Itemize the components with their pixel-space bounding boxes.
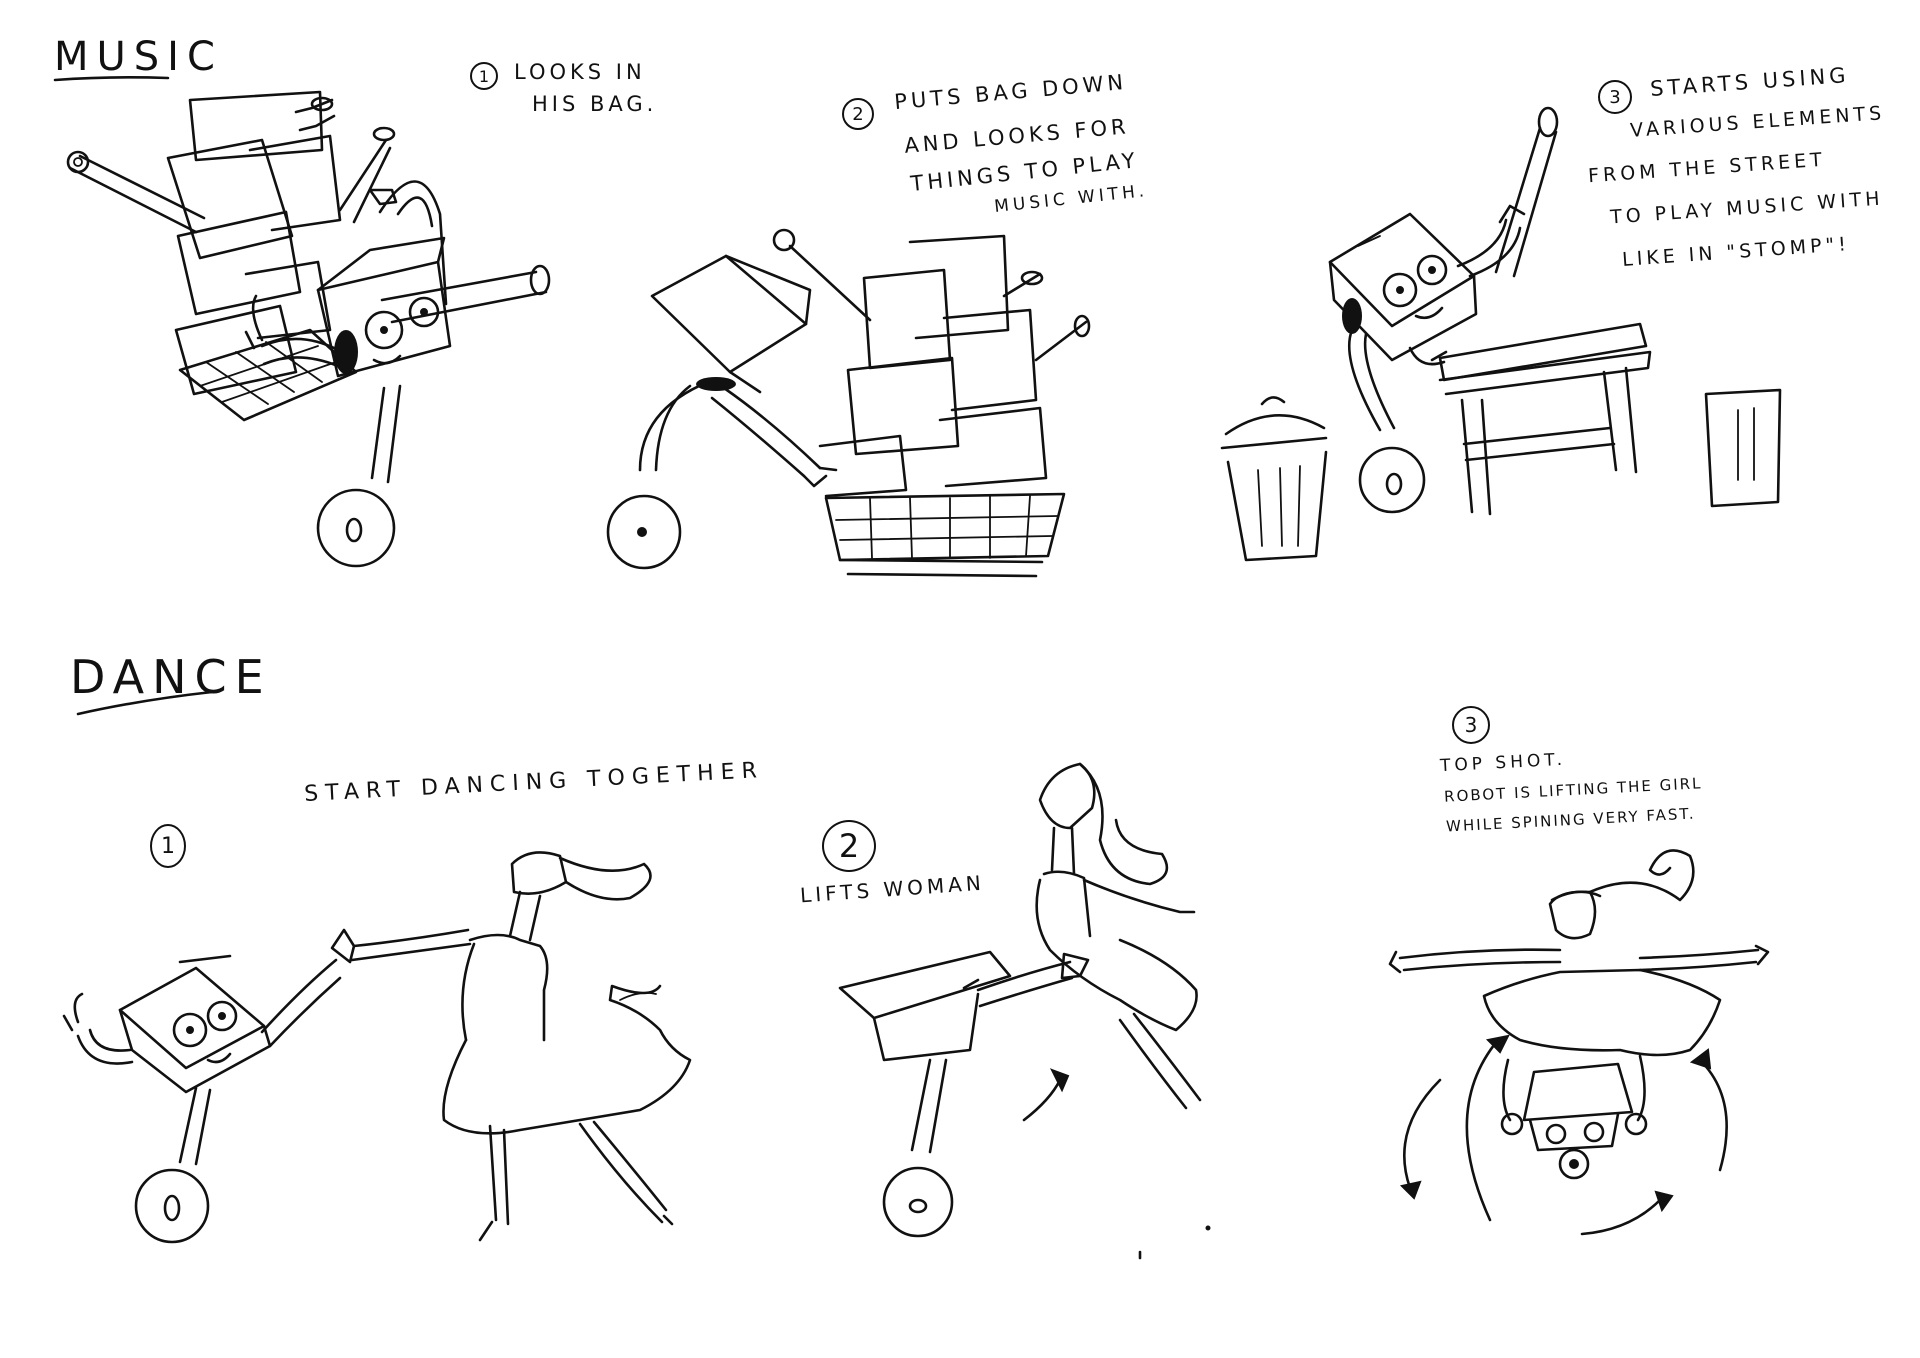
dance-1-dancing-together — [62, 851, 692, 1244]
dance-heading: DANCE — [70, 650, 272, 704]
music-2-robot-searching — [606, 228, 1091, 578]
music-heading: MUSIC — [54, 34, 223, 80]
music-underline — [53, 76, 170, 82]
dance-3-top-shot-spin — [1388, 849, 1770, 1236]
dance-2-lifts-woman — [838, 762, 1202, 1238]
dance-1-number: 1 — [150, 824, 186, 868]
music-3-number: 3 — [1598, 80, 1632, 114]
music-1-caption-line-2: HIS BAG. — [532, 92, 658, 116]
music-3-robot-drumming — [1220, 106, 1782, 562]
music-1-number: 1 — [470, 62, 498, 90]
music-1-robot-with-bag — [66, 90, 551, 568]
dance-underline — [76, 690, 214, 716]
dance-2-number: 2 — [822, 820, 876, 872]
music-1-caption-line-1: LOOKS IN — [514, 60, 646, 84]
dance-3-number: 3 — [1452, 706, 1490, 744]
music-2-number: 2 — [842, 98, 874, 130]
